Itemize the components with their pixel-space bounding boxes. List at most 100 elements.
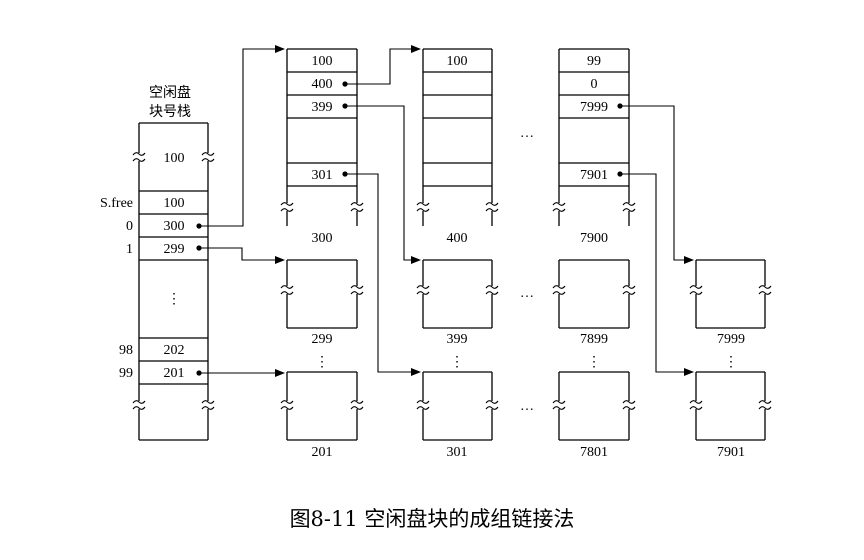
break-gap <box>557 286 561 294</box>
break-mark <box>280 400 294 404</box>
break-mark <box>280 285 294 289</box>
break-gap <box>627 286 631 294</box>
break-mark <box>350 406 364 410</box>
block7900-name: 7900 <box>580 231 608 246</box>
break-mark <box>201 400 215 404</box>
block7900-row-3: 7901 <box>580 168 608 183</box>
break-mark <box>416 285 430 289</box>
block300-row-1: 400 <box>312 77 333 92</box>
arrow-7900-to-7999 <box>620 105 694 264</box>
block-7801-name: 7801 <box>580 445 608 460</box>
data-block-7999 <box>695 259 766 329</box>
vdots-col3: ⋮ <box>587 355 601 370</box>
block-201-name: 201 <box>312 445 333 460</box>
hdots-row-mid: … <box>520 286 534 301</box>
break-gap <box>490 203 494 211</box>
break-mark <box>280 202 294 206</box>
break-gap <box>285 401 289 409</box>
stack-title-line1: 空闲盘 <box>149 84 191 101</box>
stack-value-98: 202 <box>164 343 185 358</box>
data-block-7901 <box>695 371 766 441</box>
break-mark <box>689 291 703 295</box>
stack-index-1: 1 <box>126 242 133 257</box>
break-gap <box>355 203 359 211</box>
block-301-name: 301 <box>447 445 468 460</box>
break-mark <box>552 208 566 212</box>
break-mark <box>758 291 772 295</box>
break-mark <box>280 208 294 212</box>
break-gap <box>285 286 289 294</box>
stack-index-99: 99 <box>119 366 133 381</box>
block-7899-name: 7899 <box>580 332 608 347</box>
break-mark <box>758 406 772 410</box>
break-mark <box>689 285 703 289</box>
pointer-dots <box>196 81 623 376</box>
arrow-300-to-400 <box>347 45 421 85</box>
break-mark <box>132 406 146 410</box>
stack-vertical-dots: ⋮ <box>167 292 181 307</box>
index-block-400 <box>422 48 493 226</box>
break-mark <box>552 291 566 295</box>
break-mark <box>350 400 364 404</box>
break-mark <box>622 202 636 206</box>
stack-index-0: 0 <box>126 219 133 234</box>
data-block-399 <box>422 259 493 329</box>
break-mark <box>622 406 636 410</box>
break-mark <box>485 406 499 410</box>
break-gap <box>137 153 141 161</box>
break-mark <box>132 158 146 162</box>
break-mark <box>552 285 566 289</box>
break-gap <box>490 401 494 409</box>
break-mark <box>552 406 566 410</box>
break-mark <box>622 285 636 289</box>
break-gap <box>137 401 141 409</box>
pointer-arrows <box>199 45 694 377</box>
break-mark <box>622 208 636 212</box>
break-mark <box>416 400 430 404</box>
break-mark <box>485 202 499 206</box>
data-block-7801 <box>558 371 630 441</box>
break-mark <box>689 406 703 410</box>
block-7999-name: 7999 <box>717 332 745 347</box>
block300-name: 300 <box>312 231 333 246</box>
block300-row-2: 399 <box>312 100 333 115</box>
break-mark <box>758 285 772 289</box>
stack-title-line2: 块号栈 <box>149 104 191 120</box>
break-mark <box>485 208 499 212</box>
index-block-7900 <box>558 48 630 226</box>
break-mark <box>350 291 364 295</box>
break-gap <box>490 286 494 294</box>
arrow-300-to-399 <box>347 105 421 264</box>
sfree-value: 100 <box>164 196 185 211</box>
break-mark <box>552 400 566 404</box>
break-mark <box>201 406 215 410</box>
break-mark <box>350 202 364 206</box>
block7900-row-0: 99 <box>587 54 601 69</box>
stack-index-98: 98 <box>119 343 133 358</box>
data-block-7899 <box>558 259 630 329</box>
block300-row-0: 100 <box>312 54 333 69</box>
break-mark <box>416 202 430 206</box>
break-mark <box>622 400 636 404</box>
break-mark <box>350 208 364 212</box>
block-7901-name: 7901 <box>717 445 745 460</box>
break-mark <box>758 400 772 404</box>
vdots-col2: ⋮ <box>450 355 464 370</box>
hdots-row-top: … <box>520 126 534 141</box>
arrow-300-to-301 <box>347 173 421 376</box>
hdots-row-bottom: … <box>520 399 534 414</box>
break-mark <box>416 291 430 295</box>
stack-value-0: 300 <box>164 219 185 234</box>
block-299-name: 299 <box>312 332 333 347</box>
break-gap <box>557 203 561 211</box>
break-gap <box>763 401 767 409</box>
arrow-7900-to-7901 <box>620 173 694 376</box>
break-mark <box>552 202 566 206</box>
break-gap <box>355 401 359 409</box>
break-mark <box>485 291 499 295</box>
break-mark <box>485 285 499 289</box>
grouped-linking-diagram: 空闲盘 块号栈 100 S.free 100 0 300 1 299 ⋮ 98 … <box>100 45 772 460</box>
break-gap <box>206 153 210 161</box>
data-block-301 <box>422 371 493 441</box>
break-mark <box>201 152 215 156</box>
